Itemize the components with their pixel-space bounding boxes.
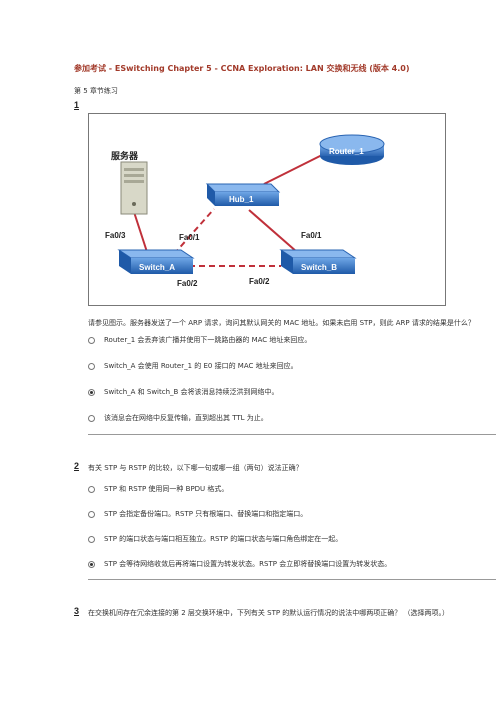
option-label: 该消息会在网络中反复传输，直到超出其 TTL 为止。 xyxy=(104,414,268,422)
radio-button[interactable] xyxy=(88,485,95,493)
option-label: Switch_A 会使用 Router_1 的 E0 接口的 MAC 地址来回应… xyxy=(104,362,298,370)
q1-option-1[interactable]: Router_1 会丢弃该广播并使用下一跳路由器的 MAC 地址来回应。 xyxy=(88,335,311,345)
link-hub-switch-b xyxy=(248,209,298,253)
option-label: Switch_A 和 Switch_B 会将该消息持续泛洪到网络中。 xyxy=(104,388,279,396)
q2-option-2[interactable]: STP 会指定备份端口。RSTP 只有根端口、替换端口和指定端口。 xyxy=(88,509,307,519)
question-text-1: 请参见图示。服务器发送了一个 ARP 请求，询问其默认网关的 MAC 地址。如果… xyxy=(88,319,475,327)
question-text-2: 有关 STP 与 RSTP 的比较，以下哪一句或哪一组（两句）说法正确？ xyxy=(88,464,303,472)
radio-button-selected[interactable] xyxy=(88,560,95,568)
link-server-switch-a xyxy=(133,211,148,253)
network-diagram: 服务器 Router_1 Hub_1 Switch_A Switch_B Fa0… xyxy=(88,113,446,306)
link-switch-a-hub xyxy=(173,208,215,255)
radio-button[interactable] xyxy=(88,535,95,543)
question-number-3: 3 xyxy=(74,606,80,616)
radio-button-selected[interactable] xyxy=(88,388,95,396)
divider xyxy=(88,579,496,580)
option-label: STP 会指定备份端口。RSTP 只有根端口、替换端口和指定端口。 xyxy=(104,510,308,518)
question-number-1: 1 xyxy=(74,100,80,110)
network-topology-figure: 服务器 Router_1 Hub_1 Switch_A Switch_B Fa0… xyxy=(105,134,385,288)
option-label: STP 的端口状态与端口相互独立。RSTP 的端口状态与端口角色绑定在一起。 xyxy=(104,535,343,543)
server-icon xyxy=(120,161,148,215)
chapter-label: 第 5 章节练习 xyxy=(74,87,118,95)
switch-a-label: Switch_A xyxy=(139,263,175,272)
option-label: STP 和 RSTP 使用同一种 BPDU 格式。 xyxy=(104,485,229,493)
radio-button[interactable] xyxy=(88,414,95,422)
q2-option-1[interactable]: STP 和 RSTP 使用同一种 BPDU 格式。 xyxy=(88,484,228,494)
q1-option-3[interactable]: Switch_A 和 Switch_B 会将该消息持续泛洪到网络中。 xyxy=(88,387,279,397)
hub-label: Hub_1 xyxy=(229,195,254,204)
switch-b-label: Switch_B xyxy=(301,263,337,272)
router-icon xyxy=(319,134,385,165)
radio-button[interactable] xyxy=(88,510,95,518)
port-b-fa01: Fa0/1 xyxy=(301,231,322,240)
option-label: STP 会等待网络收敛后再将端口设置为转发状态。RSTP 会立即将替换端口设置为… xyxy=(104,560,392,568)
router-label: Router_1 xyxy=(329,147,364,156)
port-a-fa01: Fa0/1 xyxy=(179,233,200,242)
q2-option-4[interactable]: STP 会等待网络收敛后再将端口设置为转发状态。RSTP 会立即将替换端口设置为… xyxy=(88,559,391,569)
q1-option-4[interactable]: 该消息会在网络中反复传输，直到超出其 TTL 为止。 xyxy=(88,413,268,423)
radio-button[interactable] xyxy=(88,336,95,344)
port-a-fa02: Fa0/2 xyxy=(177,279,198,288)
hub-icon xyxy=(205,183,281,206)
port-a-fa03: Fa0/3 xyxy=(105,231,126,240)
divider xyxy=(88,434,496,435)
q2-option-3[interactable]: STP 的端口状态与端口相互独立。RSTP 的端口状态与端口角色绑定在一起。 xyxy=(88,534,342,544)
option-label: Router_1 会丢弃该广播并使用下一跳路由器的 MAC 地址来回应。 xyxy=(104,336,312,344)
server-label: 服务器 xyxy=(111,150,139,162)
question-number-2: 2 xyxy=(74,461,80,471)
q1-option-2[interactable]: Switch_A 会使用 Router_1 的 E0 接口的 MAC 地址来回应… xyxy=(88,361,298,371)
switch-b-icon xyxy=(279,249,357,274)
page-title: 参加考试 - ESwitching Chapter 5 - CCNA Explo… xyxy=(74,64,410,73)
switch-a-icon xyxy=(117,249,195,274)
question-text-3: 在交换机间存在冗余连接的第 2 层交换环境中，下列有关 STP 的默认运行情况的… xyxy=(88,609,450,617)
radio-button[interactable] xyxy=(88,362,95,370)
port-b-fa02: Fa0/2 xyxy=(249,277,270,286)
